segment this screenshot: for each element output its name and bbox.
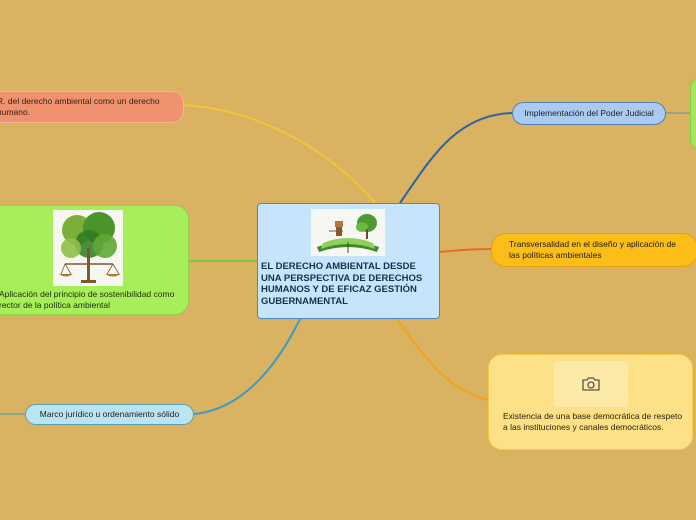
node-judicial-child[interactable] bbox=[690, 78, 696, 150]
book-landscape-scales-icon bbox=[311, 209, 385, 256]
node-reconocimiento[interactable]: R. del derecho ambiental como un derecho… bbox=[0, 91, 184, 123]
link-reconocimiento bbox=[183, 104, 376, 204]
central-topic[interactable]: EL DERECHO AMBIENTAL DESDE UNA PERSPECTI… bbox=[257, 203, 440, 319]
central-topic-label: EL DERECHO AMBIENTAL DESDE UNA PERSPECTI… bbox=[261, 261, 423, 307]
node-transversalidad[interactable]: Transversalidad en el diseño y aplicació… bbox=[491, 233, 696, 267]
link-marco bbox=[193, 318, 301, 415]
node-marco-label: Marco jurídico u ordenamiento sólido bbox=[39, 409, 180, 419]
link-transversalidad bbox=[439, 248, 492, 253]
node-transversalidad-label: Transversalidad en el diseño y aplicació… bbox=[509, 239, 676, 260]
node-democratica-label: Existencia de una base democrática de re… bbox=[503, 411, 683, 432]
node-marco[interactable]: Marco jurídico u ordenamiento sólido bbox=[25, 404, 194, 425]
node-judicial[interactable]: Implementación del Poder Judicial bbox=[512, 102, 666, 125]
link-judicial bbox=[399, 112, 513, 204]
link-democratica bbox=[396, 318, 489, 401]
tree-scales-icon bbox=[53, 210, 123, 286]
node-democratica[interactable]: Existencia de una base democrática de re… bbox=[488, 354, 693, 450]
camera-icon bbox=[582, 377, 600, 391]
node-reconocimiento-label: R. del derecho ambiental como un derecho… bbox=[0, 96, 160, 117]
node-sostenibilidad[interactable]: Aplicación del principio de sostenibilid… bbox=[0, 205, 189, 315]
image-placeholder[interactable] bbox=[554, 361, 628, 407]
node-judicial-label: Implementación del Poder Judicial bbox=[524, 108, 654, 118]
node-sostenibilidad-label: Aplicación del principio de sostenibilid… bbox=[0, 289, 175, 310]
